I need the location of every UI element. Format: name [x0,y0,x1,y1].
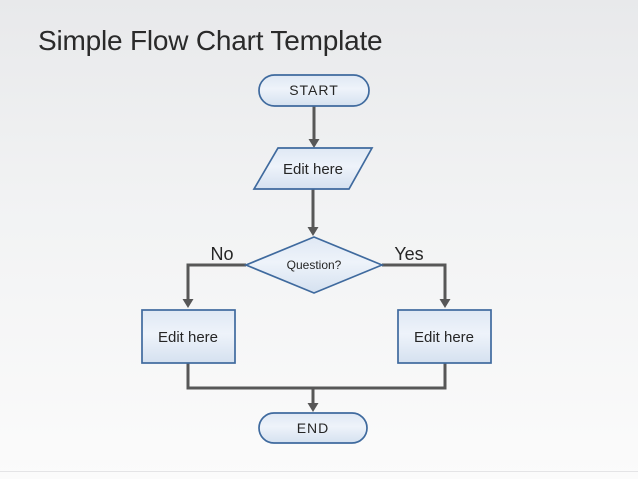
start-terminator-node [258,74,370,107]
yes-branch-label: Yes [394,244,423,264]
connector-line [186,363,447,390]
no-branch-process-label: Edit here [158,329,218,346]
connector-decision-to-yes-branch [382,263,451,308]
decision-node-label: Question? [287,258,342,272]
connector-merge-branches [186,363,447,390]
slide-bottom-edge [0,471,638,472]
yes-branch-process-label: Edit here [414,329,474,346]
no-branch-process-node [141,309,236,364]
arrowhead-down-icon [182,299,194,308]
yes-branch-process-node [397,309,492,364]
end-terminator-node [258,412,368,444]
decision-diamond-node [243,236,385,294]
start-node-label: START [289,82,339,98]
no-branch-label: No [210,244,233,264]
connector-line [186,263,246,300]
arrowhead-down-icon [308,139,320,148]
slide-title: Simple Flow Chart Template [38,25,383,56]
connector-line [382,263,447,300]
input-parallelogram-node [252,147,374,190]
connector-decision-to-no-branch [182,263,246,308]
arrowhead-down-icon [307,403,319,412]
connector-start-to-input [308,106,320,148]
arrowhead-down-icon [439,299,451,308]
end-node-label: END [297,420,330,436]
connector-merge-to-end [307,388,319,412]
arrowhead-down-icon [307,227,319,236]
input-node-label: Edit here [283,161,343,178]
connector-input-to-decision [307,189,319,236]
